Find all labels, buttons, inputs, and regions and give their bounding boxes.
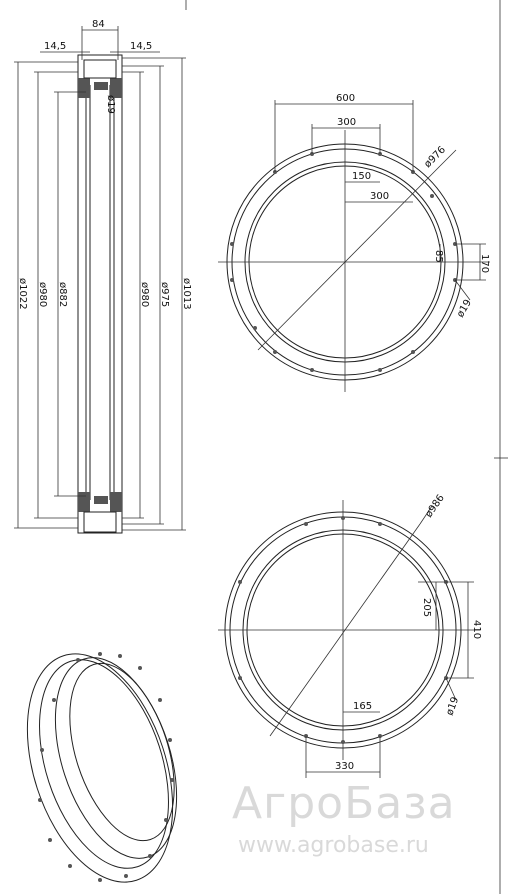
dim-d986: ø986 [423, 493, 446, 520]
dim-d980-right: ø980 [139, 282, 150, 307]
dim-14-5-left: 14,5 [44, 41, 66, 52]
dim-600: 600 [336, 93, 355, 104]
dim-d1013: ø1013 [181, 278, 192, 310]
dim-410: 410 [471, 620, 482, 639]
watermark-title: АгроБаза [232, 778, 456, 829]
watermark: АгроБаза www.agrobase.ru [232, 778, 456, 858]
dim-hole-19: ø19 [105, 95, 116, 114]
isometric-view [26, 652, 178, 883]
frame-ticks [185, 0, 508, 894]
bottom-flange-view: ø986 205 410 ø19 165 330 [218, 493, 482, 778]
iso-bolt-holes [38, 652, 174, 882]
dim-d975: ø975 [159, 282, 170, 307]
top-flange-view: ø976 600 300 150 300 85 170 [218, 93, 490, 392]
dim-hole-19-bottom: ø19 [444, 696, 461, 717]
dim-d882: ø882 [57, 282, 68, 307]
dim-165: 165 [353, 701, 372, 712]
dim-14-5-right: 14,5 [130, 41, 152, 52]
dim-d980-left: ø980 [37, 282, 48, 307]
dim-hole-19-top: ø19 [455, 298, 474, 320]
dim-205: 205 [421, 598, 432, 617]
dim-d976: ø976 [422, 145, 448, 171]
dim-d1022: ø1022 [17, 278, 28, 310]
dim-84: 84 [92, 19, 105, 30]
dim-150: 150 [352, 171, 371, 182]
dim-170: 170 [479, 254, 490, 273]
watermark-url: www.agrobase.ru [238, 833, 429, 858]
dim-300-bottom: 300 [370, 191, 389, 202]
dim-85: 85 [433, 250, 444, 263]
section-view: 84 14,5 14,5 ø19 ø1022 ø980 ø882 ø980 ø9… [14, 19, 192, 534]
dim-300-top: 300 [337, 117, 356, 128]
dim-330: 330 [335, 761, 354, 772]
